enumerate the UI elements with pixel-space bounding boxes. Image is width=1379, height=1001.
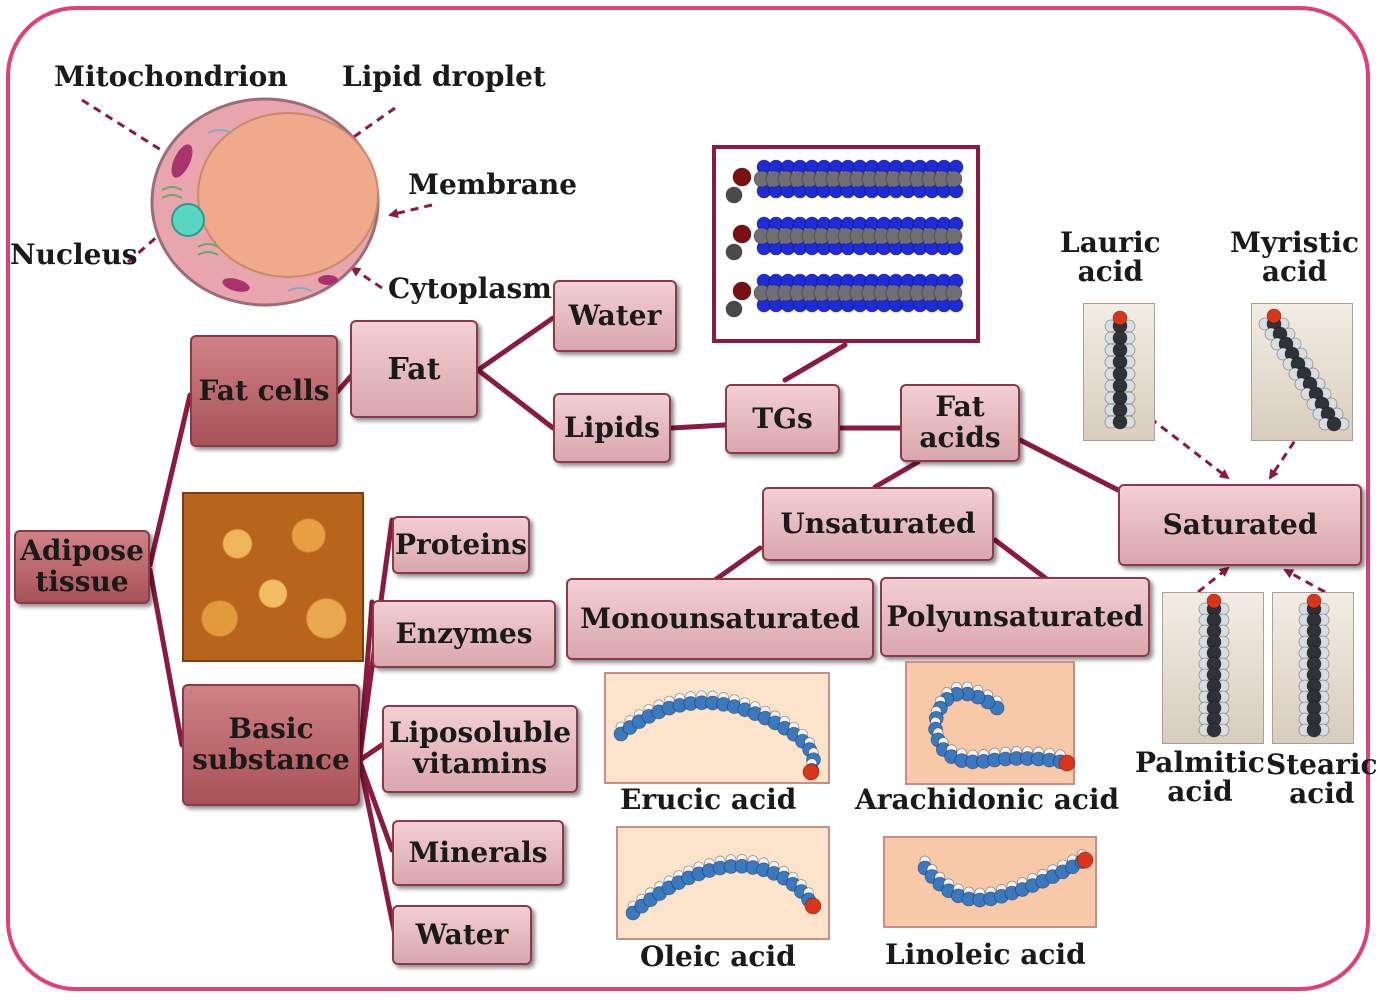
oxygen-atom (732, 281, 752, 301)
line-adipose-fatcells (147, 392, 193, 568)
palmitic-acid-molecule (1198, 593, 1230, 738)
oxygen-atom (732, 224, 752, 244)
mitochondrion-label: Mitochondrion (54, 60, 288, 93)
carbon-atom (945, 284, 963, 302)
stearic-acid-molecule (1298, 593, 1330, 738)
erucic-acid-label: Erucic acid (620, 783, 797, 816)
linoleic-acid-molecule (917, 849, 1094, 908)
lipids-node: Lipids (553, 393, 671, 463)
arachidonic-acid-molecule (928, 681, 1076, 772)
myristic-acid-model (1251, 303, 1353, 441)
carbon-atom (945, 170, 963, 188)
oxygen-atom (1266, 308, 1282, 324)
unsaturated-node: Unsaturated (762, 487, 994, 561)
lauric-acid-model (1083, 303, 1155, 441)
minerals-node: Minerals (392, 820, 564, 886)
oleic-acid-model (616, 826, 830, 940)
oxygen-atom (1306, 593, 1322, 609)
palmitic-acid-model (1162, 592, 1264, 744)
line-adipose-basic (147, 567, 185, 748)
monounsaturated-node: Monounsaturated (566, 578, 874, 660)
linoleic-acid-model (883, 836, 1097, 928)
oxygen-atom (1112, 310, 1128, 326)
oxygen-atom (1206, 593, 1222, 609)
fat-cells-node: Fat cells (190, 335, 338, 447)
fat-node: Fat (350, 320, 478, 418)
proteins-node: Proteins (392, 516, 530, 574)
tgs-node: TGs (725, 384, 840, 454)
oxygen-atom (1076, 851, 1094, 869)
carbon-atom (945, 227, 963, 245)
carbon-atom (1206, 722, 1222, 738)
carbon-atom (725, 243, 743, 261)
triglyceride-molecule (725, 159, 964, 318)
saturated-node: Saturated (1118, 484, 1362, 566)
water-top-node: Water (553, 280, 677, 352)
nucleus-label: Nucleus (10, 238, 138, 271)
carbon-atom (1326, 416, 1342, 432)
triglyceride-molecule-image (712, 145, 980, 343)
oxygen-atom (732, 167, 752, 187)
cytoplasm-label: Cytoplasm (388, 272, 552, 305)
arachidonic-acid-model (905, 661, 1076, 785)
stearic-acid-model (1272, 592, 1354, 744)
enzymes-node: Enzymes (372, 600, 556, 668)
oxygen-atom (802, 763, 820, 781)
lipid-droplet-label: Lipid droplet (342, 60, 546, 93)
oleic-acid-molecule (625, 853, 822, 921)
carbon-atom (725, 186, 743, 204)
linoleic-acid-label: Linoleic acid (885, 938, 1086, 971)
erucic-acid-model (604, 672, 830, 784)
membrane-label: Membrane (408, 168, 578, 201)
oxygen-atom (804, 897, 822, 915)
adipocyte-cell-illustration (150, 97, 380, 307)
water-bottom-node: Water (392, 905, 532, 965)
rounded-frame (6, 6, 1370, 991)
lauric-acid-molecule (1104, 310, 1136, 430)
arachidonic-acid-label: Arachidonic acid (855, 783, 1120, 816)
oxygen-atom (1058, 754, 1076, 772)
erucic-acid-molecule (613, 690, 821, 781)
carbon-atom (1112, 414, 1128, 430)
carbon-atom (725, 300, 743, 318)
myristic-acid-molecule (1258, 308, 1350, 432)
carbon-atom (1306, 722, 1322, 738)
adipose-tissue-micrograph (182, 492, 364, 662)
oleic-acid-label: Oleic acid (640, 940, 796, 973)
polyunsaturated-node: Polyunsaturated (880, 577, 1150, 657)
